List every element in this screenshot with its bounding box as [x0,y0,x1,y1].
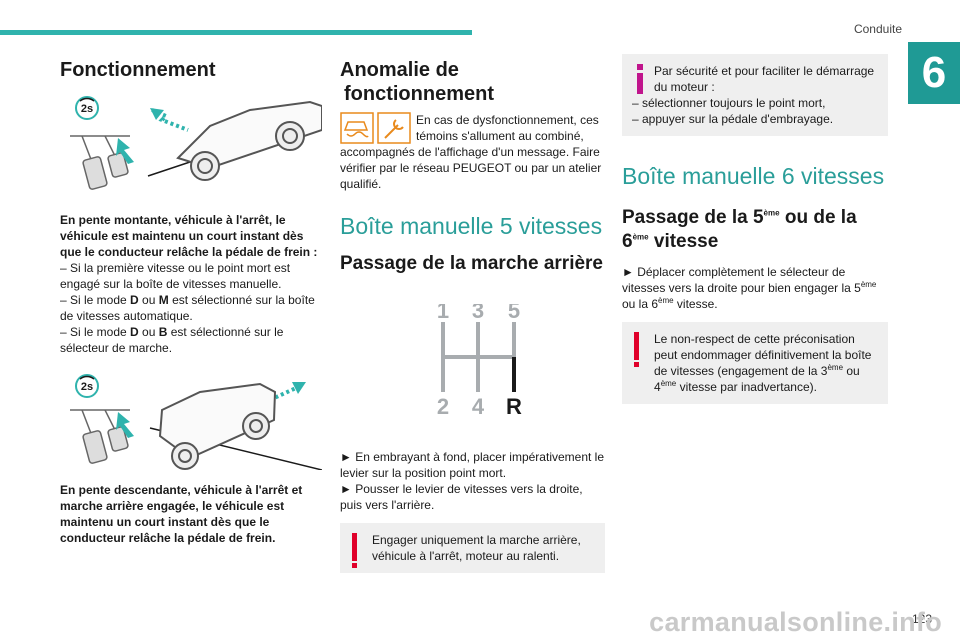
timer-2s-icon: 2s [75,96,99,120]
warning-exclamation-icon [634,332,639,360]
column-operation: Fonctionnement 2s En pente montante, véh… [60,50,322,546]
6-speed-warning-box: Le non-respect de cette préconisation pe… [622,322,888,404]
warning-exclamation-icon [352,533,357,561]
warning-lamps-icons [340,112,411,144]
uphill-description: En pente montante, véhicule à l'arrêt, l… [60,213,318,259]
page-number: 123 [911,612,932,626]
info-item-1: – sélectionner toujours le point mort, [632,96,826,110]
uphill-condition-3: – Si le mode D ou B est sélectionné sur … [60,325,284,355]
uphill-condition-1: – Si la première vitesse ou le point mor… [60,261,291,291]
uphill-illustration: 2s [70,96,322,190]
subtitle-reverse-gear: Passage de la marche arrière [340,253,604,274]
6-speed-warning-text: Le non-respect de cette préconisation pe… [654,332,872,394]
6-speed-step: ► Déplacer complètement le sélecteur de … [622,265,877,311]
watermark: carmanualsonline.info [649,607,942,637]
info-text: Par sécurité et pour faciliter le démarr… [654,64,875,94]
section-title-operation: Fonctionnement [60,59,216,81]
section-title-6-speed: Boîte manuelle 6 vitesses [622,163,885,189]
chapter-tab: 6 [908,42,960,104]
timer-badge-text: 2s [81,381,93,393]
pedals-icon [70,135,130,190]
gear-label-2: 2 [437,394,449,419]
reverse-step-1: ► En embrayant à fond, placer impérative… [340,450,605,480]
malfunction-text: En cas de dysfonctionnement, ces témoins… [340,113,602,191]
section-label: Conduite [853,22,902,36]
gear-label-1: 1 [437,304,449,323]
header-accent-bar [0,30,472,35]
car-downhill-icon [158,382,277,470]
reverse-warning-box: Engager uniquement la marche arrière, vé… [340,523,605,573]
column-malfunction: Anomalie de fonctionnement En cas de dys… [340,50,605,573]
gear-label-5: 5 [508,304,520,323]
gear-label-4: 4 [472,394,485,419]
foot-arrow-icon [116,412,134,438]
service-wrench-icon [377,112,411,144]
section-title-5-speed: Boîte manuelle 5 vitesses [340,213,603,239]
timer-badge-text: 2s [81,103,93,115]
gear-pattern-5-speed: 1 3 5 2 4 R [437,304,522,419]
direction-arrow-icon [269,386,297,402]
malfunction-title-line1: Anomalie de [340,59,459,81]
car-uphill-icon [176,100,322,181]
info-box: Par sécurité et pour faciliter le démarr… [622,54,888,136]
downhill-description: En pente descendante, véhicule à l'arrêt… [60,483,303,545]
column-6-speed: Par sécurité et pour faciliter le démarr… [622,50,888,404]
pedals-icon [70,409,130,464]
reverse-warning-text: Engager uniquement la marche arrière, vé… [372,533,581,563]
skid-warning-icon [340,112,374,144]
foot-arrow-icon [116,138,134,164]
reverse-step-2: ► Pousser le levier de vitesses vers la … [340,482,583,512]
subtitle-5th-6th-gear: Passage de la 5ème ou de la 6ème vitesse [622,207,857,252]
gear-label-reverse: R [506,394,522,419]
info-icon [637,64,643,94]
gear-label-3: 3 [472,304,484,323]
section-title-malfunction: Anomalie de fonctionnement [340,58,605,106]
uphill-condition-2: – Si le mode D ou M est sélectionné sur … [60,293,315,323]
downhill-illustration: 2s [70,374,322,470]
timer-2s-icon: 2s [75,374,99,398]
malfunction-title-line2: fonctionnement [344,83,494,105]
info-item-2: – appuyer sur la pédale d'embrayage. [632,112,834,126]
